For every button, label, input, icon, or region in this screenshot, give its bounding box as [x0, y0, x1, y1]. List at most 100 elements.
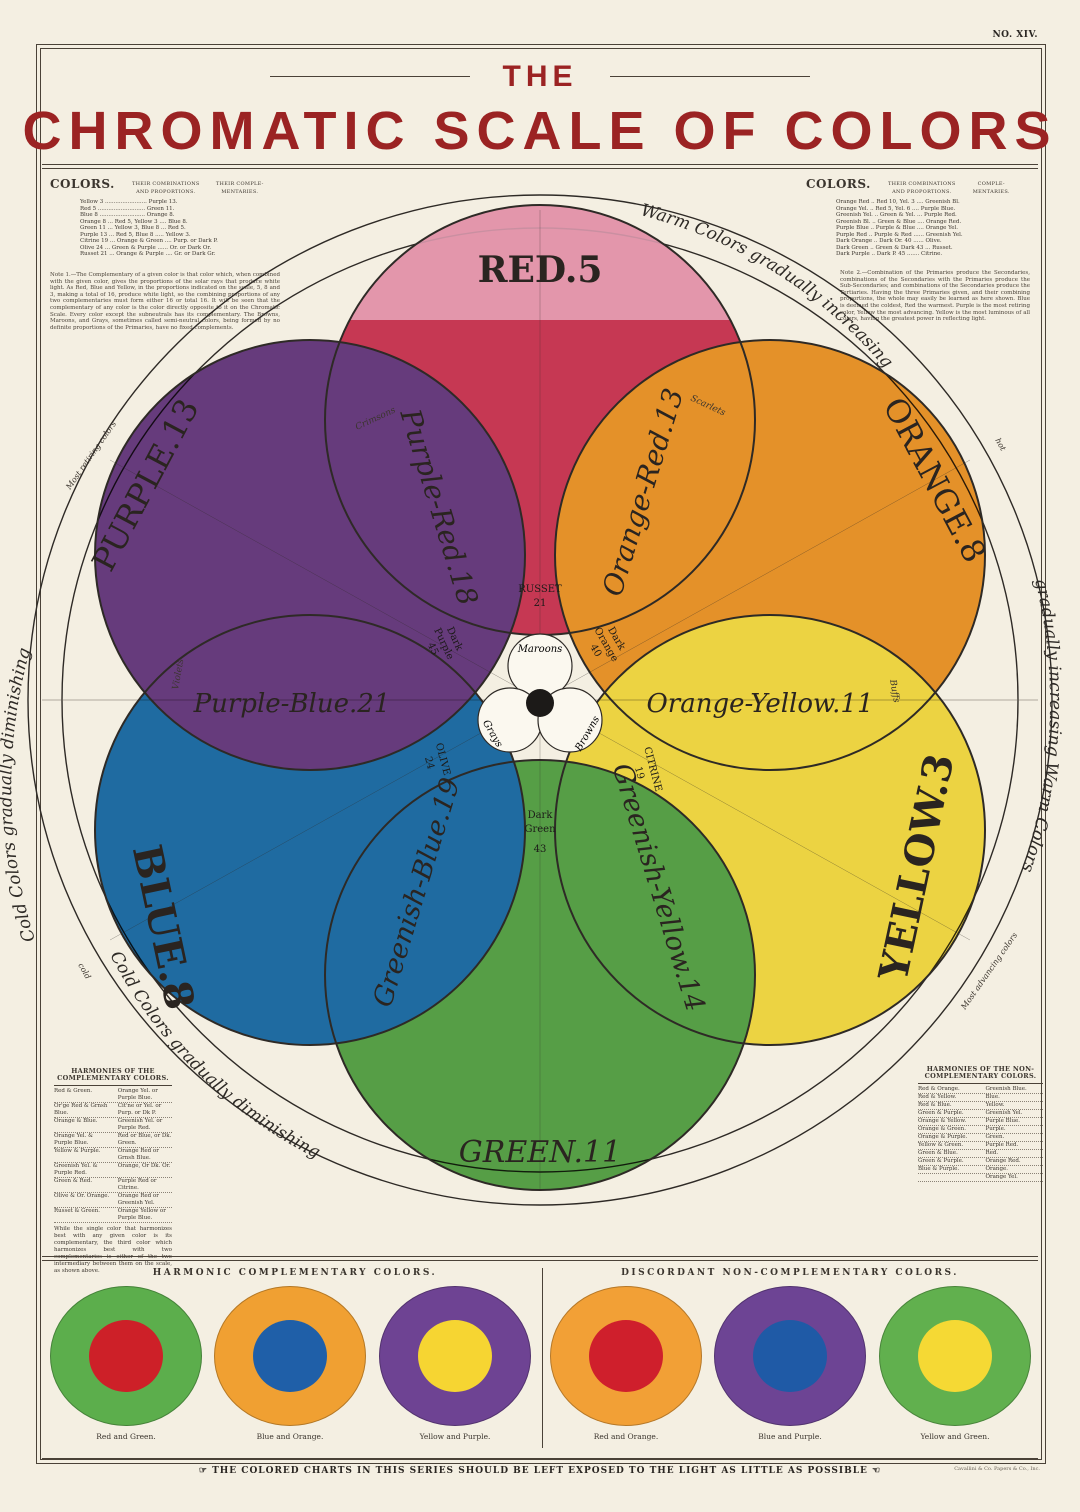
harmony-third: Orange.: [985, 1166, 1008, 1172]
harmony-row: Orange Yel. & Purple Blue. Red or Blue, o…: [54, 1133, 172, 1148]
harmony-row: Red & Orange.Greenish Blue.: [918, 1086, 1043, 1094]
russet-name: RUSSET: [518, 584, 562, 595]
olive-value: 24: [422, 755, 436, 770]
right-colors-table: COLORS. THEIR COMBINATIONS AND PROPORTIO…: [806, 177, 1041, 258]
outer-border: [36, 44, 1046, 1464]
strip-top-rule-2: [42, 1260, 1038, 1261]
harmony-row: Orange & Green. Purple.: [918, 1126, 1043, 1134]
right-table-heading: COLORS.: [806, 177, 871, 191]
ring-warm-right: gradually increasing Warm Colors: [1017, 576, 1065, 875]
harmony-pair: Russet & Green.: [54, 1208, 101, 1214]
plate-number: NO. XIV.: [992, 30, 1038, 40]
harmony-pair: Red & Blue.: [918, 1102, 952, 1108]
left-table-col3: THEIR COMPLE-MENTARIES.: [215, 181, 264, 195]
strip-divider: [542, 1268, 543, 1448]
harmony-pair: Orange Yel. & Purple Blue.: [54, 1133, 94, 1146]
left-table-row: Green 11 ... Yellow 3, Blue 8 ... Red 5.: [80, 225, 186, 231]
russet-value: 21: [534, 598, 547, 609]
dark-green-name: Dark: [528, 810, 554, 821]
harmony-pair: Green & Purple.: [918, 1158, 964, 1164]
swatch-outer-ring: [50, 1286, 202, 1426]
right-table-row: Dark Purple .. Dark P. 45 ....... Citrin…: [836, 251, 943, 257]
harmony-pair: Or'ge Red & Grnsh Blue.: [54, 1103, 108, 1116]
left-table-col2: THEIR COMBINATIONS AND PROPORTIONS.: [131, 181, 200, 195]
right-table-row: Orange Red .. Red 10, Yel. 3 .... Greeni…: [836, 199, 960, 205]
harmony-third: Orange Yel. or Purple Blue.: [117, 1088, 158, 1101]
dark-green-value: 43: [534, 844, 547, 855]
maroons-label: Maroons: [517, 644, 563, 655]
browns-petal: [537, 687, 603, 753]
harmony-pair: Orange & Purple.: [918, 1134, 968, 1140]
harmony-third: Purple Blue.: [985, 1118, 1021, 1124]
swatch-inner-disc: [753, 1320, 827, 1392]
swatch-outer-ring: [879, 1286, 1031, 1426]
harmony-row: Olive & Or. Orange.Orange Red or Greenis…: [54, 1193, 172, 1208]
harmony-pair: Greenish Yel. & Purple Red.: [54, 1163, 98, 1176]
right-table-row: Dark Green .. Green & Dark 43 ... Russet…: [836, 244, 953, 251]
harmony-pair: Olive & Or. Orange.: [54, 1193, 110, 1199]
left-colors-table: COLORS. THEIR COMBINATIONS AND PROPORTIO…: [50, 177, 290, 258]
harmony-third: Orange Yel.: [985, 1174, 1018, 1180]
harmony-pair: Red & Yellow.: [918, 1094, 957, 1100]
harmony-pair: [918, 1174, 981, 1181]
harmony-third: Purple.: [985, 1126, 1006, 1132]
harmony-row: Red & Green. Orange Yel. or Purple Blue.: [54, 1088, 172, 1103]
harmony-pair: Orange & Blue.: [54, 1118, 98, 1124]
ring-warm-right-path: gradually increasing Warm Colors: [1017, 576, 1065, 875]
swatch-caption: Yellow and Purple.: [419, 1432, 491, 1441]
page-title: CHROMATIC SCALE OF COLORS: [22, 101, 1058, 161]
harmonies-right-rows: Red & Orange.Greenish Blue.Red & Yellow.…: [918, 1083, 1043, 1182]
footer-note: ☞ THE COLORED CHARTS IN THIS SERIES SHOU…: [198, 1466, 882, 1476]
footer-rule: [42, 1458, 1038, 1459]
harmony-third: Green.: [985, 1134, 1005, 1140]
purple-circle: [95, 340, 525, 770]
harmony-third: Orange, Or Dk. Or.: [117, 1163, 171, 1169]
harmony-row: Yellow & Purple.Orange Red or Grnsh Blue…: [54, 1148, 172, 1163]
right-note: Note 2.—Combination of the Primaries pro…: [840, 270, 1030, 323]
title-rule-2: [42, 168, 1038, 169]
strip-top-rule: [42, 1256, 1038, 1257]
left-table-row: Blue 8 .......................... Orange…: [80, 212, 175, 218]
right-table-row: Greenish Bl. .. Green & Blue .... Orange…: [836, 218, 962, 225]
harmony-third: Red.: [985, 1150, 999, 1156]
harmony-row: Green & Purple. Orange Red.: [918, 1158, 1043, 1166]
left-table-heading: COLORS.: [50, 177, 115, 191]
harmony-third: Orange Yellow or Purple Blue.: [117, 1208, 166, 1221]
right-table-row: Greenish Yel. .. Green & Yel. ... Purple…: [836, 212, 957, 218]
harmony-third: Orange Red.: [985, 1158, 1021, 1164]
swatch-outer-ring: [214, 1286, 366, 1426]
swatch-caption: Red and Green.: [96, 1432, 156, 1441]
harmony-pair: Orange & Yellow.: [918, 1118, 967, 1124]
left-table-row: Russet 21 ... Orange & Purple .... Gr. o…: [80, 251, 216, 257]
swatch-caption: Yellow and Green.: [920, 1432, 990, 1441]
harmony-row: Greenish Yel. & Purple Red. Orange, Or Dk…: [54, 1163, 172, 1178]
swatch-caption: Red and Orange.: [593, 1432, 659, 1441]
right-table-row: Dark Orange .. Dark Or. 40 ...... Olive.: [836, 238, 942, 244]
harmony-row: Orange & Blue.Greenish Yel. or Purple Re…: [54, 1118, 172, 1133]
harmony-pair: Red & Green.: [54, 1088, 93, 1094]
harmony-pair: Blue & Purple.: [918, 1166, 960, 1172]
left-table-row: Orange 8 ... Red 5, Yellow 3 .... Blue 8…: [80, 218, 188, 225]
swatch-inner-disc: [418, 1320, 492, 1392]
harmonies-left-note: While the single color that harmonizes b…: [54, 1226, 172, 1274]
swatch-inner-disc: [89, 1320, 163, 1392]
left-table-row: Olive 24 ... Green & Purple ...... Or. o…: [80, 244, 212, 251]
purple-blue-label: Purple-Blue.21: [193, 689, 391, 719]
harmony-row: Red & Blue.Yellow.: [918, 1102, 1043, 1110]
harmony-row: Orange & Yellow. Purple Blue.: [918, 1118, 1043, 1126]
harmony-pair: Orange & Green.: [918, 1126, 966, 1132]
harmony-third: Purple Red.: [985, 1142, 1019, 1148]
left-table-row: Yellow 3 ........................ Purple…: [80, 199, 178, 205]
ring-cold-left: Cold Colors gradually diminishing: [0, 646, 40, 945]
harmony-third: Red or Blue, or Dk. Green.: [117, 1133, 172, 1146]
harmony-third: Greenish Yel.: [985, 1110, 1023, 1116]
swatch-inner-disc: [253, 1320, 327, 1392]
harmony-row: Red & Yellow.Blue.: [918, 1094, 1043, 1102]
harmonies-left-rows: Red & Green. Orange Yel. or Purple Blue. O…: [54, 1085, 172, 1223]
harmony-pair: Yellow & Purple.: [54, 1148, 101, 1154]
left-table-row: Red 5 ........................... Green …: [80, 205, 175, 212]
discordant-heading: DISCORDANT NON-COMPLEMENTARY COLORS.: [621, 1268, 959, 1278]
printer-credit: Cavallini & Co. Papers & Co., Inc.: [954, 1466, 1040, 1472]
harmony-pair: Green & Red.: [54, 1178, 93, 1184]
